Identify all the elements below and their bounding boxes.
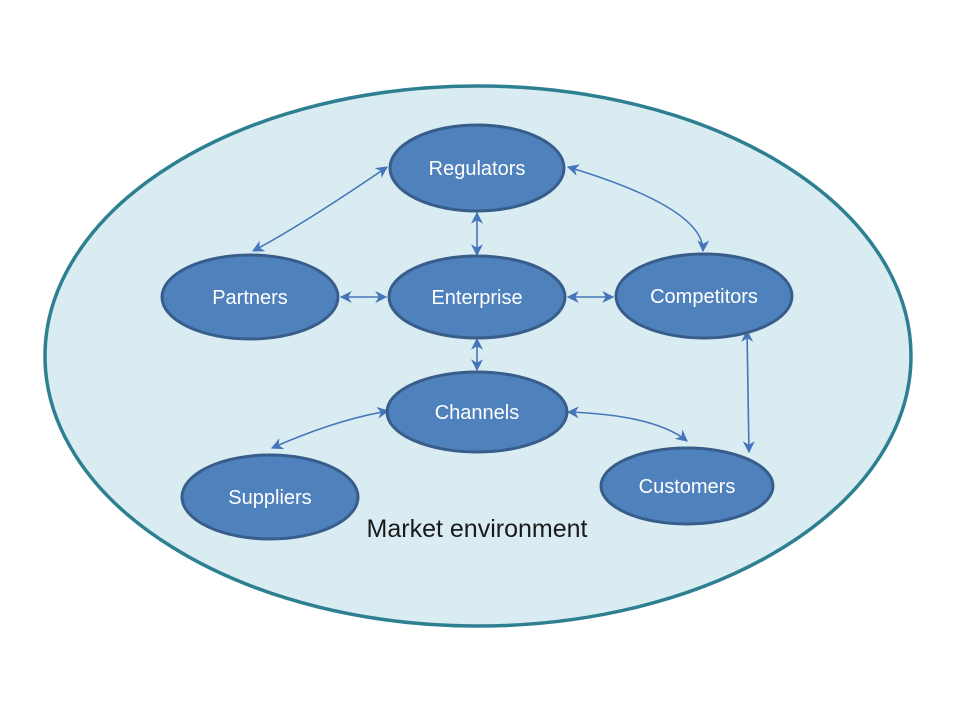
connector-regulators-competitors xyxy=(566,164,710,253)
environment-label: Market environment xyxy=(367,515,588,543)
connector-channels-customers xyxy=(566,406,688,442)
regulators-ellipse xyxy=(388,123,566,213)
connector-competitors-customers xyxy=(741,329,755,454)
enterprise-label: Enterprise xyxy=(431,287,522,309)
suppliers-label: Suppliers xyxy=(228,487,311,509)
suppliers-ellipse xyxy=(180,453,360,541)
node-enterprise: Enterprise xyxy=(387,254,567,340)
partners-label: Partners xyxy=(212,287,288,309)
connector-regulators-partners xyxy=(251,166,388,252)
competitors-ellipse xyxy=(614,252,794,340)
connector-channels-suppliers xyxy=(270,406,390,450)
regulators-label: Regulators xyxy=(429,158,526,180)
node-channels: Channels xyxy=(385,370,569,454)
partners-ellipse xyxy=(160,253,340,341)
customers-label: Customers xyxy=(639,476,736,498)
channels-ellipse xyxy=(385,370,569,454)
node-partners: Partners xyxy=(160,253,340,341)
node-customers: Customers xyxy=(599,446,775,526)
node-suppliers: Suppliers xyxy=(180,453,360,541)
competitors-label: Competitors xyxy=(650,286,758,308)
node-regulators: Regulators xyxy=(388,123,566,213)
node-competitors: Competitors xyxy=(614,252,794,340)
customers-ellipse xyxy=(599,446,775,526)
enterprise-ellipse xyxy=(387,254,567,340)
channels-label: Channels xyxy=(435,402,520,424)
